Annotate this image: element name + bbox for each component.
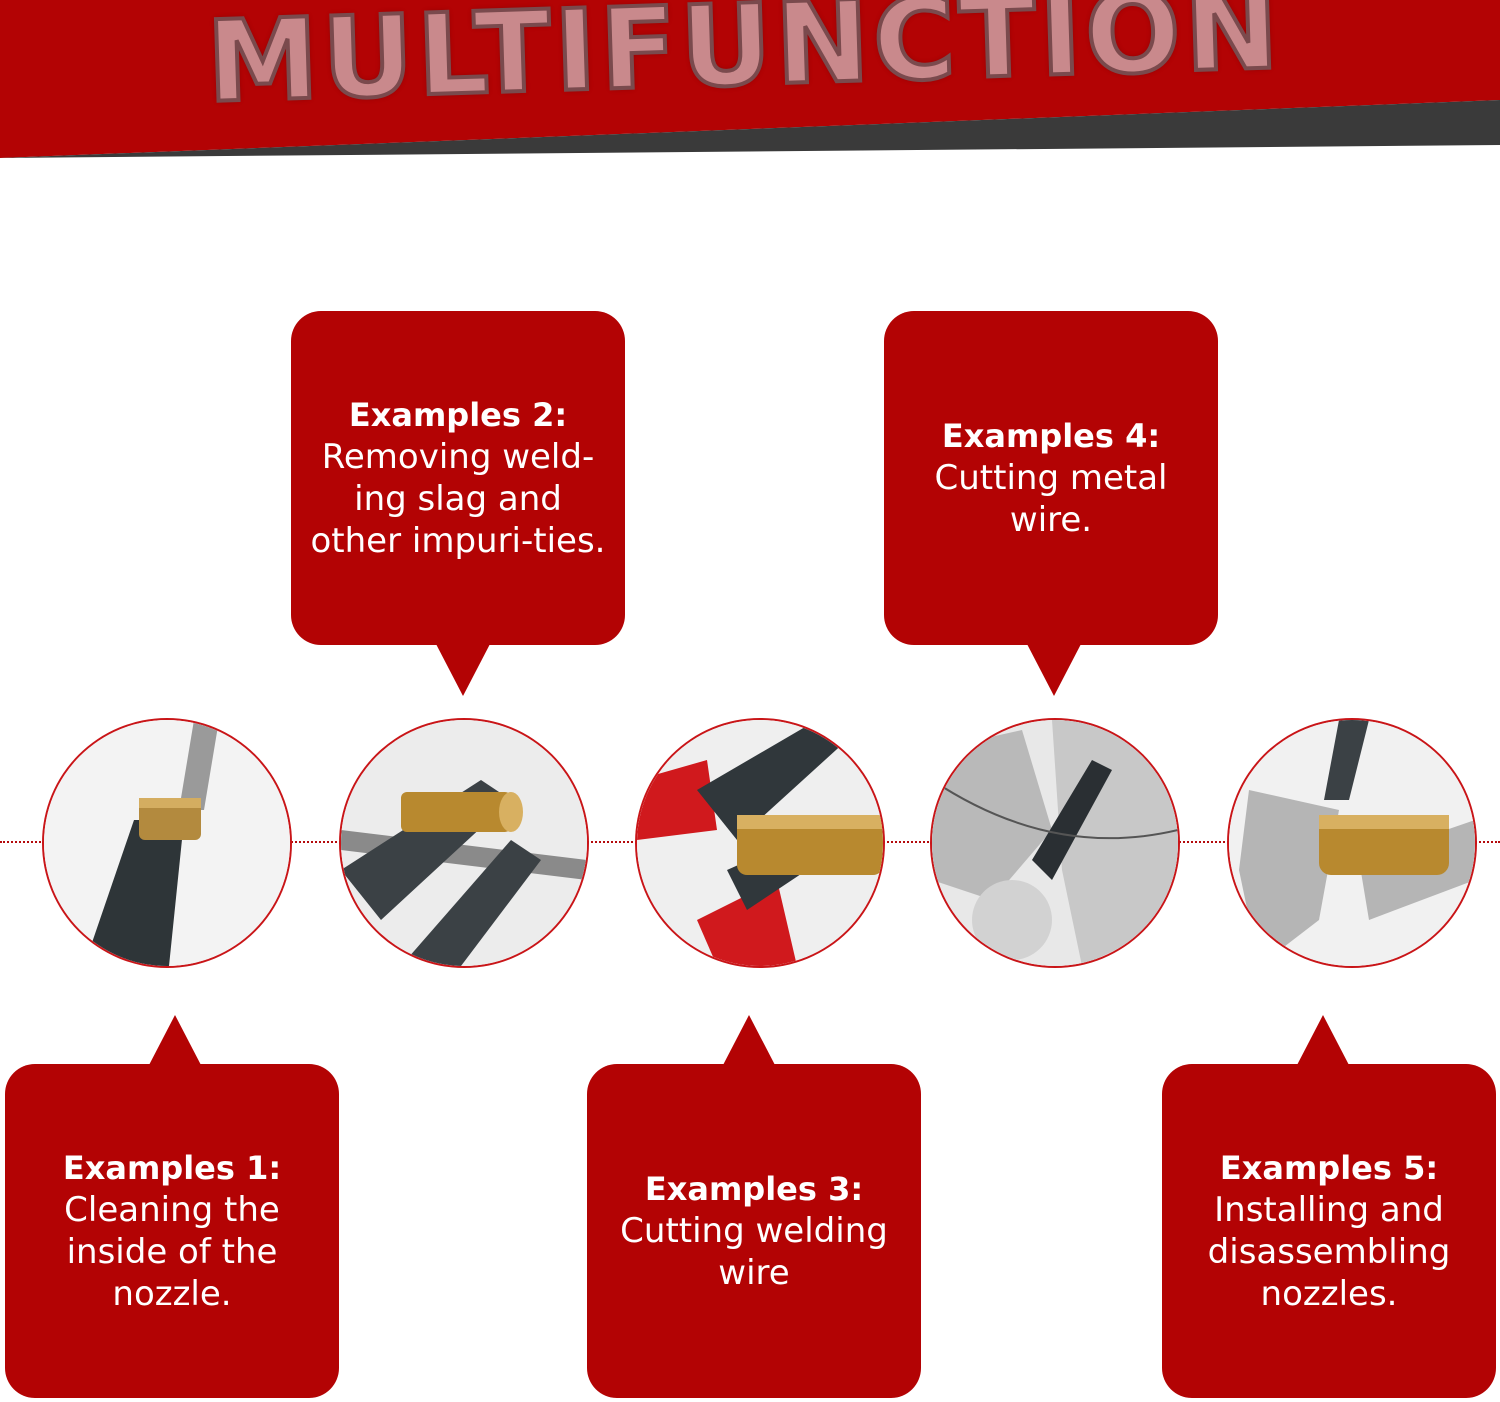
banner-background: [0, 0, 1500, 158]
example-heading: Examples 5:: [1219, 1149, 1439, 1187]
example-card-5: Examples 5: Installing and disassembling…: [1162, 1064, 1496, 1398]
example-card-2: Examples 2: Removing weld-ing slag and o…: [291, 311, 625, 645]
cutting-welding-wire-photo: [637, 720, 883, 966]
example-heading: Examples 3:: [644, 1170, 864, 1208]
callout-pointer: [148, 1015, 202, 1067]
installing-nozzle-photo: [1229, 720, 1475, 966]
removing-slag-photo: [341, 720, 587, 966]
example-card-4: Examples 4: Cutting metal wire.: [884, 311, 1218, 645]
example-text: Cutting welding wire: [620, 1211, 888, 1293]
example-heading: Examples 4:: [941, 417, 1161, 455]
header-banner: MULTIFUNCTION: [0, 0, 1500, 170]
callout-pointer: [1027, 644, 1081, 696]
example-text: Removing weld-ing slag and other impuri-…: [310, 437, 606, 561]
callout-pointer: [436, 644, 490, 696]
example-text: Cutting metal wire.: [934, 458, 1168, 540]
example-card-1: Examples 1: Cleaning the inside of the n…: [5, 1064, 339, 1398]
cutting-metal-wire-photo: [932, 720, 1178, 966]
callout-pointer: [722, 1015, 776, 1067]
example-text: Cleaning the inside of the nozzle.: [64, 1190, 280, 1314]
example-heading: Examples 2:: [348, 396, 568, 434]
example-card-3: Examples 3: Cutting welding wire: [587, 1064, 921, 1398]
cleaning-nozzle-photo: [44, 720, 290, 966]
example-text: Installing and disassembling nozzles.: [1207, 1190, 1451, 1314]
callout-pointer: [1296, 1015, 1350, 1067]
example-heading: Examples 1:: [62, 1149, 282, 1187]
